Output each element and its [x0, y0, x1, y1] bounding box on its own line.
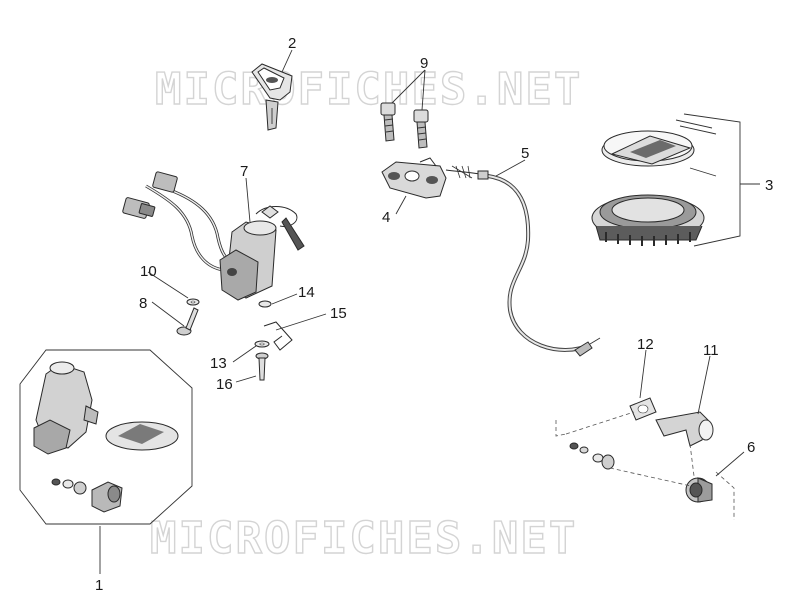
- screw-part-16: [255, 352, 269, 381]
- callout-12: 12: [637, 336, 654, 353]
- watermark-bottom: MICROFICHES.NET: [150, 513, 577, 564]
- key-part: [251, 63, 293, 131]
- callout-10: 10: [140, 263, 157, 280]
- washer-part-13: [254, 340, 270, 348]
- callout-14: 14: [298, 284, 315, 301]
- bezel-part-12: [629, 397, 657, 421]
- callout-4: 4: [382, 209, 390, 226]
- callout-2: 2: [288, 35, 296, 52]
- callout-6: 6: [747, 439, 755, 456]
- washer-part-14: [258, 300, 272, 308]
- callout-11: 11: [703, 342, 719, 359]
- kit-frame-part-1: [19, 349, 193, 525]
- small-hardware-lower-right: [569, 442, 615, 470]
- callout-8: 8: [139, 295, 147, 312]
- washer-part-10: [186, 298, 200, 306]
- clip-part-15: [263, 321, 293, 351]
- callout-1: 1: [95, 577, 103, 594]
- latch-part-11: [655, 411, 714, 447]
- callout-15: 15: [330, 305, 347, 322]
- ignition-switch-part: [122, 171, 305, 301]
- callout-9: 9: [420, 55, 428, 72]
- callout-13: 13: [210, 355, 227, 372]
- bracket-part: [381, 157, 447, 199]
- bolts-part: [380, 102, 429, 149]
- fuel-cap-part: [591, 119, 717, 246]
- callout-16: 16: [216, 376, 233, 393]
- cable-part: [445, 165, 601, 357]
- callout-7: 7: [240, 163, 248, 180]
- callout-3: 3: [765, 177, 773, 194]
- lock-cylinder-part-6: [685, 477, 713, 503]
- screw-part-8: [176, 307, 199, 336]
- callout-5: 5: [521, 145, 529, 162]
- watermark-top: MICROFICHES.NET: [155, 64, 582, 115]
